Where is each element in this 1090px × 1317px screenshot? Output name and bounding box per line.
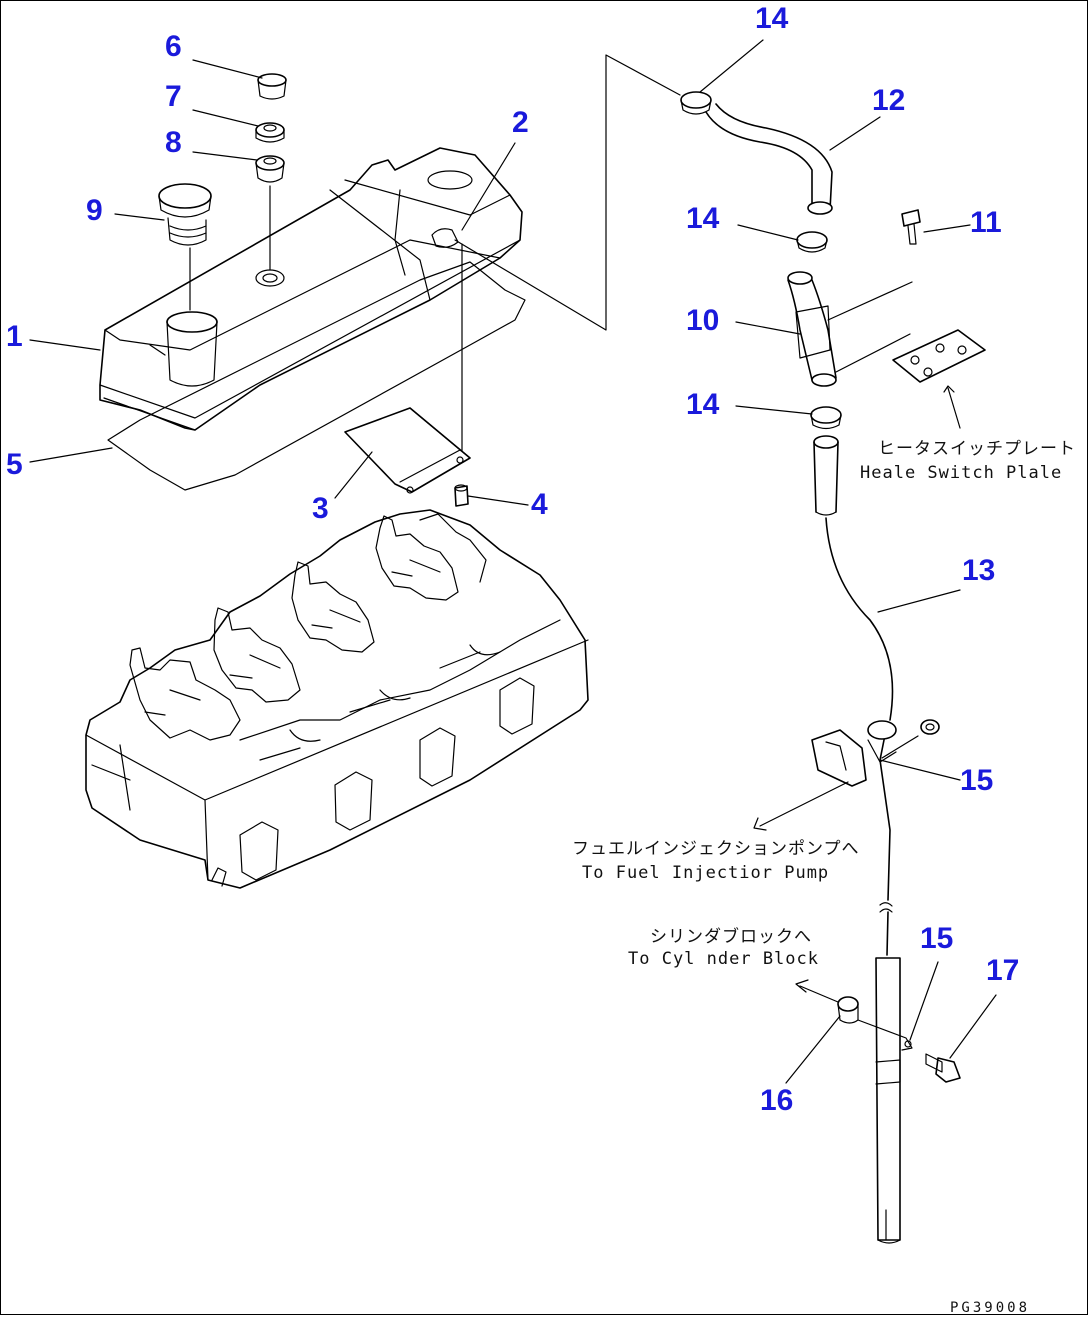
- hose-clamp-lower: [810, 406, 842, 430]
- callout-11: 11: [970, 206, 1002, 239]
- callout-8: 8: [165, 126, 182, 159]
- callout-7: 7: [165, 80, 182, 113]
- callout-10: 10: [686, 304, 719, 337]
- callout-5: 5: [6, 448, 23, 481]
- oil-filler-cap: [158, 183, 212, 246]
- callout-2: 2: [512, 106, 529, 139]
- note-fuel-jp: フュエルインジェクションポンプへ: [572, 839, 860, 859]
- clamp-bolt: [925, 1053, 961, 1083]
- callout-3: 3: [312, 492, 329, 525]
- callout-6: 6: [165, 30, 182, 63]
- leader-heater-plate: [827, 281, 913, 373]
- breather-tube: [825, 517, 894, 956]
- breather-elbow: [787, 271, 837, 387]
- hose-clamp-top: [680, 91, 712, 115]
- baffle-plate: [344, 407, 471, 494]
- note-heater-en: Heale Switch Plale: [860, 463, 1062, 483]
- washer-part: [255, 122, 285, 143]
- cylinder-head: [85, 509, 589, 889]
- callout-1: 1: [6, 320, 23, 353]
- head-cover-gasket: [107, 261, 526, 491]
- drawing-code: PG39008: [950, 1300, 1030, 1316]
- notes: ヒータスイッチプレート Heale Switch Plale フュエルインジェク…: [572, 439, 1076, 1316]
- callout-4: 4: [531, 488, 548, 521]
- note-fuel-en: To Fuel Injectior Pump: [582, 863, 829, 883]
- callout-15-lower: 15: [920, 922, 953, 955]
- leader-fuel-pump: [759, 781, 849, 827]
- note-heater-jp: ヒータスイッチプレート: [878, 439, 1076, 459]
- callout-9: 9: [86, 194, 103, 227]
- leader-cylinder-block: [799, 985, 839, 1003]
- note-cyl-en: To Cyl nder Block: [628, 949, 819, 969]
- seal-part: [255, 155, 285, 183]
- mounting-bolt: [901, 209, 921, 245]
- heater-switch-plate: [892, 329, 986, 383]
- callout-14-lower: 14: [686, 388, 720, 421]
- breather-tube-lower: [875, 957, 901, 1244]
- arrow-fuel-pump: [753, 817, 767, 831]
- breather-hose-upper: [705, 103, 833, 215]
- spacer-collar: [837, 996, 859, 1024]
- leader-heater-note: [947, 387, 961, 429]
- note-cyl-jp: シリンダブロックへ: [650, 926, 812, 947]
- callout-12: 12: [872, 84, 905, 117]
- callout-14-top: 14: [755, 2, 789, 35]
- leader-breather-outlet: [454, 54, 681, 331]
- hose-clamp-middle: [796, 231, 828, 253]
- callout-17: 17: [986, 954, 1019, 987]
- arrow-heater: [943, 385, 955, 393]
- callout-16: 16: [760, 1084, 793, 1117]
- tube-clamp-lower: [857, 1019, 913, 1051]
- callout-13: 13: [962, 554, 995, 587]
- callout-14-middle: 14: [686, 202, 720, 235]
- breather-hose-short: [813, 435, 839, 516]
- callout-numbers: 6 7 8 9 1 5 2 3 4 14 12 14 11 10 14 13 1…: [6, 2, 1019, 1117]
- arrow-cylinder-block: [795, 979, 809, 993]
- callout-leaders: [29, 39, 997, 1084]
- plate-bolt: [454, 484, 469, 507]
- callout-15-upper: 15: [960, 764, 993, 797]
- tube-clamp-bracket-upper: [811, 719, 940, 787]
- cap-part: [257, 73, 287, 100]
